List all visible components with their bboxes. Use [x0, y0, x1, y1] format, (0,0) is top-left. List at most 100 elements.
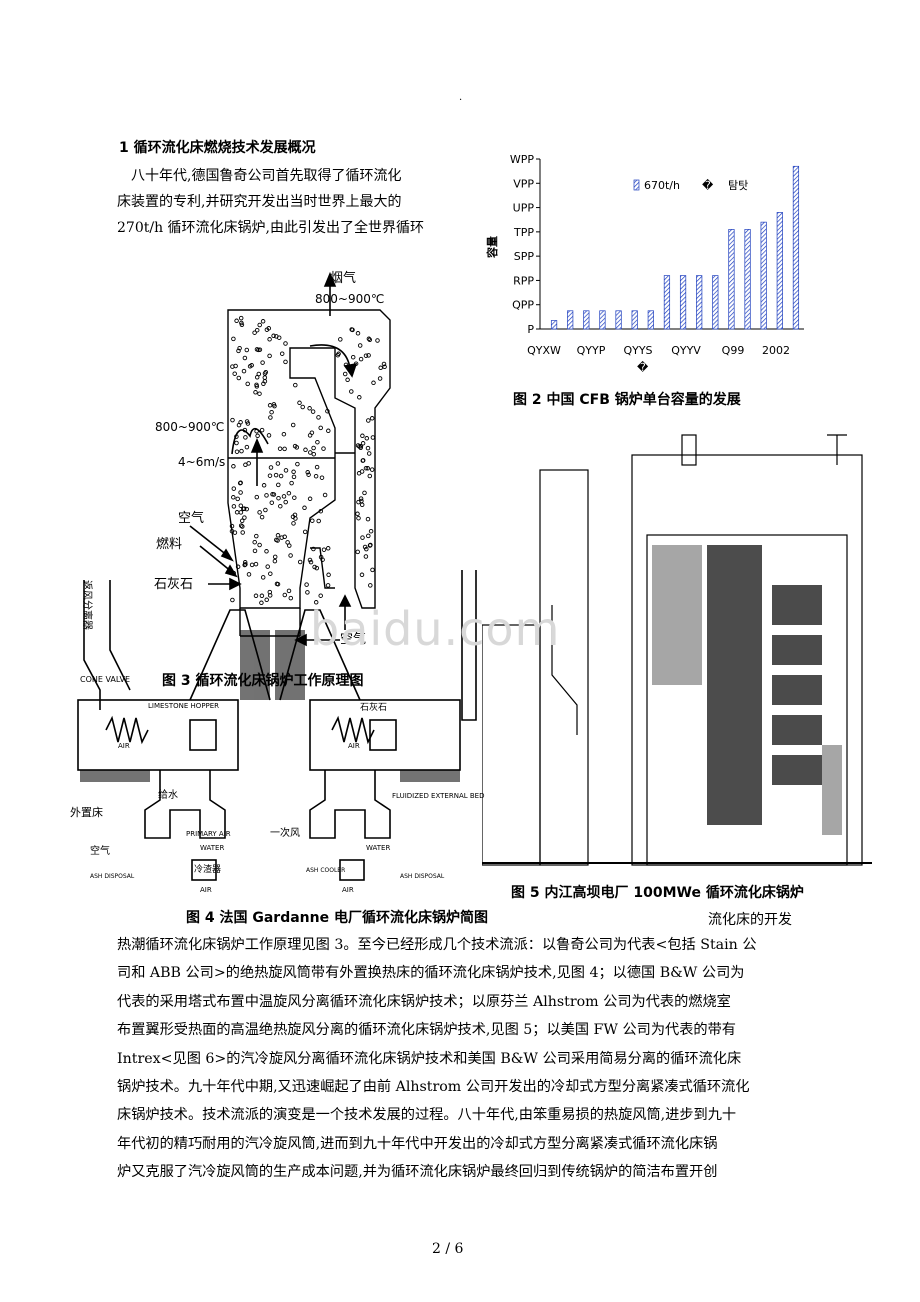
fig3-particle [359, 572, 365, 578]
fig3-particle [290, 422, 296, 428]
fig3-particle [292, 495, 297, 500]
fig3-particle [242, 355, 248, 361]
fig5-caption: 图 5 内江高坝电厂 100MWe 循环流化床锅炉 [511, 885, 804, 901]
fig3-particle [259, 514, 265, 520]
chart-y-tick-label: VPP [513, 177, 534, 190]
fig3-particle [302, 505, 307, 511]
fig3-particle [257, 542, 262, 548]
fig3-cfb-diagram: 烟气 800~900℃ 800~900℃ 4~6m/s 空气 燃料 石灰石 空气 [154, 270, 391, 647]
fig3-particle [231, 464, 236, 469]
fig3-particle [356, 515, 361, 521]
fig3-particle [244, 419, 250, 424]
fig3-particle [234, 318, 239, 324]
fig3-particle [268, 415, 273, 420]
fig3-particle [275, 533, 281, 538]
fig4-label-limestone-cn: 石灰石 [360, 701, 387, 713]
fig3-particle [268, 465, 274, 470]
fig4-label-limestone-hopper: LIMESTONE HOPPER [148, 702, 219, 710]
fig3-particle [240, 530, 245, 535]
fig3-particle [357, 395, 362, 400]
fig3-particle [262, 379, 268, 384]
fig3-particle [253, 561, 259, 567]
fig3-particle [378, 365, 383, 371]
fig3-particle [238, 523, 244, 528]
fig3-particle [355, 331, 361, 336]
fig4-label-external-bed-cn: 外置床 [70, 805, 103, 819]
fig3-particle [235, 496, 240, 502]
fig3-particle [309, 430, 315, 435]
fig3-particle [246, 572, 252, 577]
fig3-particle [306, 472, 311, 477]
chart-bar [567, 310, 574, 330]
chart-y-tick-label: QPP [512, 299, 534, 312]
fig3-particle [230, 417, 235, 423]
fig3-particle [277, 446, 283, 451]
fig3-particle [272, 554, 278, 560]
chart-y-tick-label: SPP [514, 250, 535, 263]
fig3-label-fuel: 燃料 [156, 536, 182, 552]
fig3-particle [229, 523, 235, 529]
fig3-particle [241, 368, 247, 374]
chart-bar [631, 310, 638, 330]
fig3-particle [260, 360, 265, 365]
fig4-label-ash-disposal-right: ASH DISPOSAL [400, 873, 445, 880]
fig3-particle [365, 516, 371, 522]
fig4-label-cooler-cn: 冷渣器 [194, 863, 221, 875]
paragraph-line: 炉又克服了汽冷旋风筒的生产成本问题,并为循环流化床锅炉最终回归到传统锅炉的简洁布… [117, 1164, 718, 1181]
fig3-particle [288, 553, 293, 558]
fig3-particle [355, 511, 360, 517]
chart-legend-swatch [633, 179, 640, 191]
fig3-particle [305, 590, 310, 595]
fig3-particle [244, 444, 250, 450]
fig3-particle [289, 480, 294, 486]
fig3-particle [234, 449, 240, 454]
fig3-particle [283, 499, 288, 505]
fig3-particle [236, 422, 242, 428]
fig3-particle [278, 503, 283, 509]
fig3-particle [279, 351, 285, 356]
fig4-label-left-top: 返风分离器 [81, 580, 94, 630]
fig3-particle [252, 330, 257, 335]
fig3-particle [365, 466, 371, 471]
fig3-particle [310, 518, 315, 523]
fig3-particle [275, 581, 281, 587]
fig3-particle [271, 492, 277, 497]
fig3-particle [375, 338, 380, 343]
fig3-particle [355, 549, 360, 555]
paragraph-line: 年代初的精巧耐用的汽冷旋风筒,进而到九十年代中开发出的冷却式方型分离紧凑式循环流… [117, 1135, 718, 1152]
fig3-particle [267, 589, 273, 595]
intro-line: 床装置的专利,并研究开发出当时世界上最大的 [117, 194, 402, 210]
fig3-particle [236, 375, 242, 381]
fig3-particle [254, 533, 259, 539]
section-heading: 1 循环流化床燃烧技术发展概况 [119, 140, 316, 156]
fig3-particle [308, 450, 313, 455]
fig3-particle [366, 533, 371, 539]
fig3-particle [271, 402, 277, 407]
fig3-particle [243, 462, 248, 468]
fig3-particle [231, 336, 236, 342]
fig3-particle [260, 575, 266, 580]
fig3-particle [260, 319, 266, 324]
fig4-label-fluidized-bed: FLUIDIZED EXTERNAL BED [392, 792, 484, 800]
paragraph-line: 代表的采用塔式布置中温旋风分离循环流化床锅炉技术；以原芬兰 Alhstrom 公… [117, 993, 731, 1010]
fig3-particle [311, 451, 317, 457]
fig3-particle [240, 524, 245, 529]
fig3-particle [243, 435, 248, 440]
fig3-particle [245, 381, 250, 387]
chart-bar [744, 229, 751, 330]
fig3-particle [232, 371, 237, 376]
fig3-particle [288, 595, 294, 601]
fig3-particle [291, 469, 296, 475]
fig3-particle [366, 418, 371, 423]
page-top-mark: . [459, 92, 463, 103]
fig3-particle [263, 369, 269, 375]
fig3-particle [247, 364, 253, 369]
fig3-particle [243, 562, 248, 567]
fig4-caption: 图 4 法国 Gardanne 电厂循环流化床锅炉简图 [186, 910, 488, 926]
fig3-particle [370, 567, 375, 573]
fig3-particle [349, 389, 354, 394]
fig3-particle [295, 461, 300, 467]
chart-x-tick-label: QYXW [527, 344, 561, 357]
chart-bar [599, 310, 606, 330]
fig3-particle [318, 508, 324, 514]
